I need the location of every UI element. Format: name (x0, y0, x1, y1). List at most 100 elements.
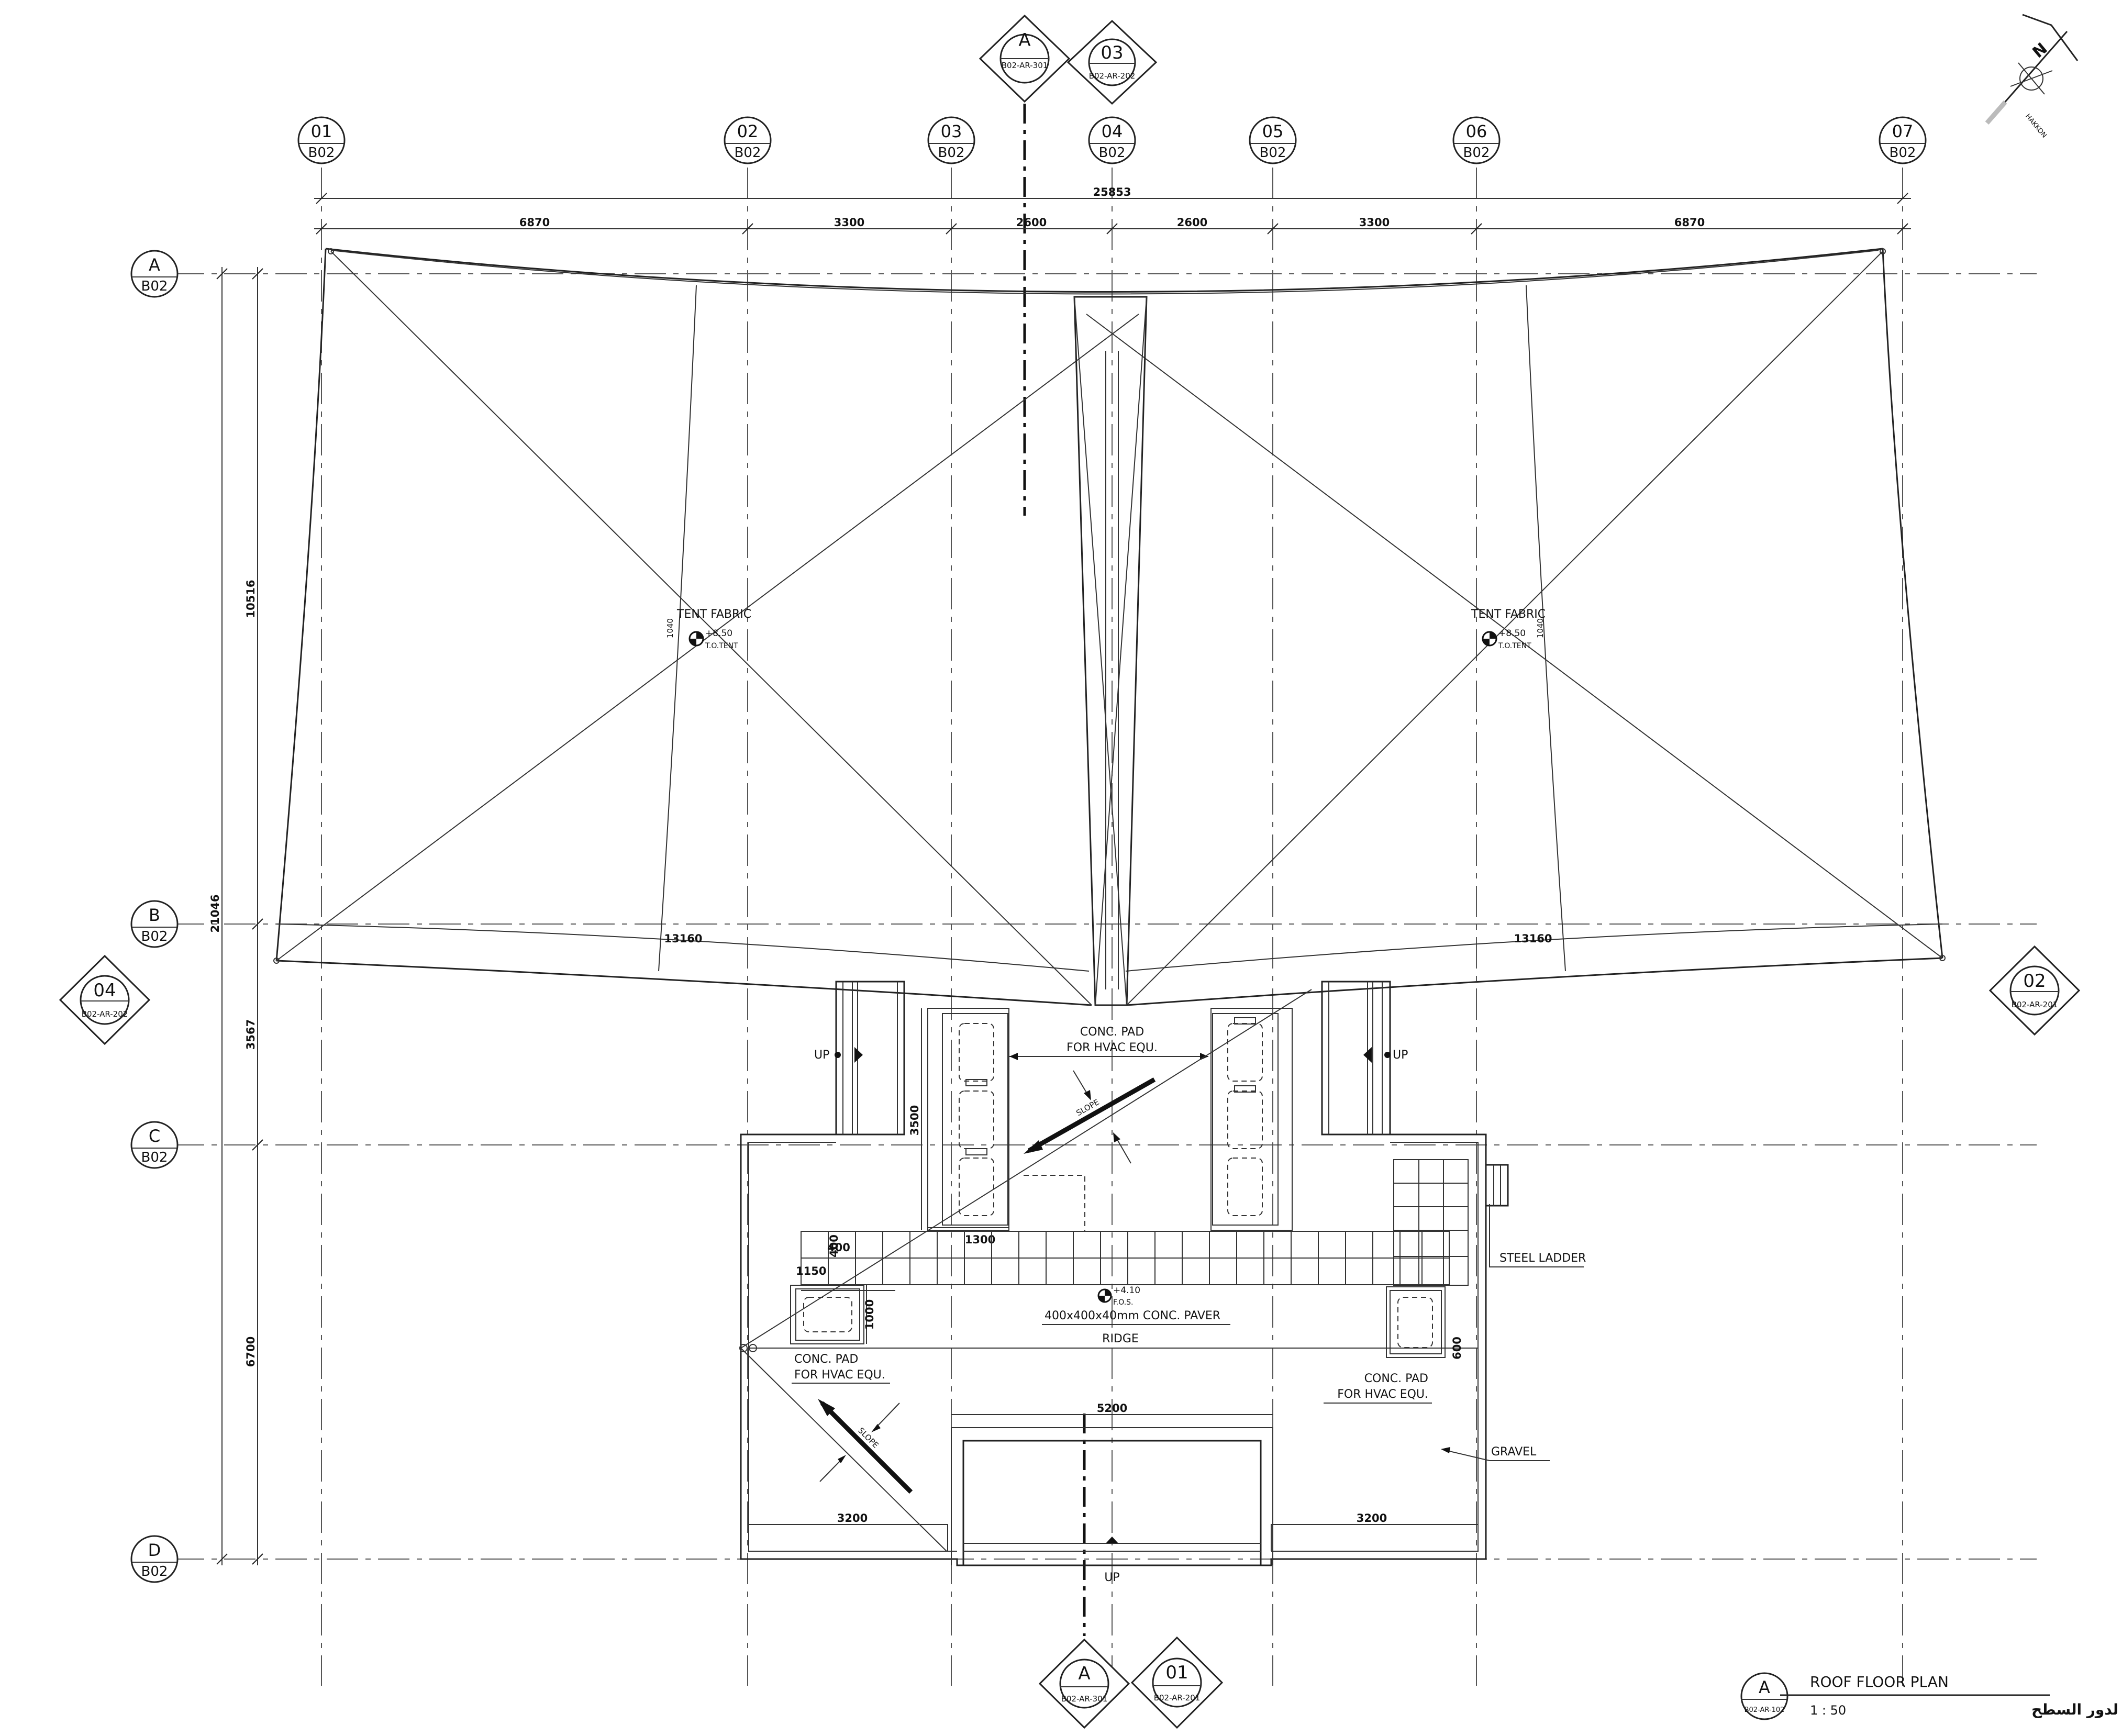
grid-bubble-ref: B02 (308, 145, 335, 161)
grid-bubble-01[interactable]: 01 B02 (297, 116, 346, 164)
dimensions-horizontal: 25853 6870 3300 2600 2600 3300 6870 (314, 186, 1911, 235)
roof-opening: UP 5200 3200 3200 (837, 1402, 1387, 1584)
grid-bubble-07[interactable]: 07 B02 (1879, 116, 1927, 164)
tent-level: +8.50 (705, 628, 732, 639)
section-marker-sheet: B02-AR-301 (1061, 1694, 1108, 1704)
elevation-marker-sheet: B02-AR-202 (82, 1009, 128, 1019)
bay-dimension: 2600 (1177, 216, 1207, 229)
slope-arrow-line (820, 1401, 913, 1494)
tent-fabric-label: TENT FABRIC (1471, 608, 1546, 621)
hvac-pad-top-left: 1300 3500 (908, 1008, 1009, 1246)
hip-marker (1024, 1175, 1085, 1231)
north-arrow: N HAKKON (1985, 14, 2079, 140)
bay-dimension: 3300 (1359, 216, 1390, 229)
tent-level-ref: T.O.TENT (1498, 642, 1531, 650)
pad-label-line: FOR HVAC EQU. (794, 1368, 885, 1382)
tent-label-left: TENT FABRIC +8.50 T.O.TENT 1040 (665, 608, 751, 650)
vertical-dimension: 6700 (245, 1337, 257, 1367)
elevation-marker-bottom[interactable]: 01 B02-AR-201 (1130, 1636, 1224, 1729)
grid-bubble-id: 05 (1262, 121, 1284, 141)
grid-bubble-id: B (149, 905, 160, 925)
tent-small-dimension: 1040 (1536, 618, 1545, 638)
gravel-note: GRAVEL (1441, 1445, 1550, 1461)
grid-bubble-ref: B02 (141, 1150, 168, 1165)
grid-bubble-03[interactable]: 03 B02 (927, 116, 975, 164)
stair-up-label: UP (1393, 1049, 1408, 1062)
tent-seam-left (276, 923, 1090, 972)
elevation-marker-top[interactable]: 03 B02-AR-202 (1066, 19, 1158, 105)
section-marker-bottom[interactable]: A B02-AR-301 (1038, 1638, 1130, 1729)
tent-top-edge-inner (330, 250, 1879, 295)
slope-arrow-upper: SLOPE (1024, 1070, 1156, 1164)
grid-bubble-id: 03 (941, 121, 962, 141)
tent-seam-right (1125, 923, 1943, 972)
tent-central-mast (1073, 296, 1148, 1006)
roof-slab (740, 1133, 1487, 1566)
drawing-title: ROOF FLOOR PLAN (1810, 1673, 1949, 1690)
up-arrow-icon (1363, 1047, 1372, 1063)
overall-dimension: 25853 (1093, 186, 1131, 198)
stair-left: UP (814, 981, 905, 1136)
grid-bubble-C[interactable]: C B02 (130, 1121, 179, 1169)
north-arrow-tail (1985, 101, 2007, 125)
vertical-dimension: 3567 (245, 1019, 257, 1050)
vertical-dimension: 10516 (245, 580, 257, 618)
elevation-marker-sheet: B02-AR-201 (1154, 1693, 1201, 1702)
roof-parapet-inner-right (1271, 1142, 1479, 1552)
pad-dimension: 1000 (863, 1299, 876, 1330)
gravel-label: GRAVEL (1491, 1445, 1537, 1459)
grid-bubble-ref: B02 (735, 145, 761, 161)
elevation-marker-id: 01 (1165, 1662, 1188, 1683)
bay-dimension: 2600 (1016, 216, 1047, 229)
grid-bubble-ref: B02 (1099, 145, 1126, 161)
step-dimension: 1150 (796, 1265, 826, 1277)
grid-bubble-B[interactable]: B B02 (130, 900, 179, 948)
grid-bubble-04[interactable]: 04 B02 (1088, 116, 1136, 164)
opening-up-label: UP (1104, 1571, 1119, 1584)
gravel-width-right: 3200 (1357, 1512, 1387, 1524)
grid-bubble-05[interactable]: 05 B02 (1249, 116, 1297, 164)
elevation-marker-right[interactable]: 02 B02-AR-201 (1988, 945, 2081, 1036)
title-marker[interactable] (1740, 1672, 1788, 1720)
tent-level: +8.50 (1498, 628, 1526, 639)
hvac-pad-left: 1000 CONC. PAD FOR HVAC EQU. (790, 1285, 890, 1384)
row-grid-bubbles: A B02 B B02 C B02 D B02 (130, 250, 179, 1583)
title-marker-sheet: B02-AR-102 (1745, 1706, 1785, 1714)
drainage-line-lower (740, 1348, 947, 1552)
north-arrow-shaft (2002, 31, 2068, 105)
tent-level-ref: T.O.TENT (705, 642, 738, 650)
pad-label-line: FOR HVAC EQU. (1066, 1041, 1158, 1054)
section-marker-sheet: B02-AR-301 (1002, 61, 1048, 70)
elevation-marker-id: 03 (1101, 42, 1123, 63)
pad-label-line: CONC. PAD (1364, 1372, 1428, 1385)
grid-bubble-02[interactable]: 02 B02 (724, 116, 772, 164)
tent-bottom-right-edge (1126, 957, 1943, 1006)
pad-label-line: CONC. PAD (794, 1353, 858, 1366)
hvac-pad-top-right (1210, 1008, 1293, 1231)
grid-bubble-ref: B02 (1463, 145, 1490, 161)
grid-bubble-id: 04 (1102, 121, 1123, 141)
steel-ladder: STEEL LADDER (1485, 1164, 1586, 1267)
grid-bubble-A[interactable]: A B02 (130, 250, 179, 298)
concrete-paver-grid: 400 400 1150 (796, 1159, 1469, 1291)
grid-bubble-ref: B02 (1260, 145, 1286, 161)
elevation-marker-left[interactable]: 04 B02-AR-202 (59, 954, 151, 1045)
step-dimension: 400 (827, 1241, 850, 1254)
ridge-label: RIDGE (1102, 1332, 1139, 1345)
north-arrow-label: N (2029, 39, 2051, 62)
tent-right-edge (1882, 248, 1943, 959)
pad-label-line: CONC. PAD (1080, 1026, 1144, 1039)
drainage-line-upper (740, 989, 1312, 1349)
steel-ladder-label: STEEL LADDER (1499, 1252, 1586, 1265)
level-marker-center: +4.10 F.O.S. (1097, 1285, 1140, 1307)
grid-bubble-id: A (149, 255, 160, 275)
grid-bubble-06[interactable]: 06 B02 (1452, 116, 1501, 164)
title-marker-letter: A (1759, 1677, 1770, 1697)
pad-width-dimension: 1300 (965, 1233, 995, 1246)
north-arrow-hub (2019, 66, 2043, 91)
grid-bubble-ref: B02 (141, 1564, 168, 1579)
section-marker-top[interactable]: A B02-AR-301 (979, 14, 1071, 103)
grid-bubble-D[interactable]: D B02 (130, 1535, 179, 1583)
grid-bubble-ref: B02 (141, 929, 168, 944)
bay-dimension: 6870 (519, 216, 550, 229)
